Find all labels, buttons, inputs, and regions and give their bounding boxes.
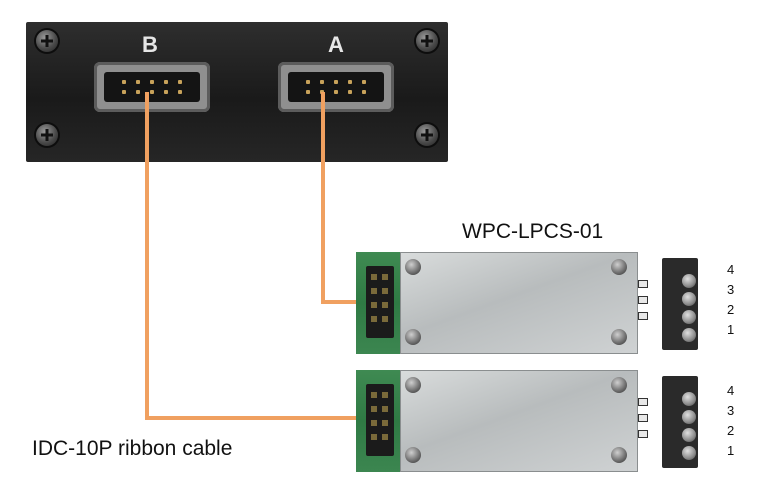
led-indicator: [638, 414, 648, 422]
board-bottom: [356, 370, 698, 472]
board-top: [356, 252, 698, 354]
pin-number: 4: [727, 262, 735, 277]
pin-number: 2: [727, 302, 735, 317]
cable-a-horizontal: [321, 300, 356, 304]
led-indicator: [638, 280, 648, 288]
cable-label: IDC-10P ribbon cable: [32, 437, 233, 460]
connector-panel: B A: [26, 22, 448, 162]
heatsink-plate-top: [400, 252, 638, 354]
panel-screw-icon: [36, 124, 58, 146]
idc-header-top[interactable]: [366, 266, 394, 338]
cable-a-vertical: [321, 92, 325, 304]
led-indicator: [638, 430, 648, 438]
cable-b-horizontal: [145, 416, 356, 420]
port-a-label: A: [328, 32, 344, 57]
pin-number: 1: [727, 322, 735, 337]
heatsink-plate-bottom: [400, 370, 638, 472]
panel-screw-icon: [36, 30, 58, 52]
idc-header-bottom[interactable]: [366, 384, 394, 456]
port-b-socket: [104, 72, 200, 102]
port-a-socket: [288, 72, 384, 102]
panel-screw-icon: [416, 30, 438, 52]
board-title: WPC-LPCS-01: [462, 220, 604, 243]
terminal-block-bottom[interactable]: [662, 376, 698, 468]
pin-number: 2: [727, 423, 735, 438]
led-indicator: [638, 398, 648, 406]
panel-screw-icon: [416, 124, 438, 146]
port-b-label: B: [142, 32, 158, 57]
led-indicator: [638, 296, 648, 304]
port-b-connector[interactable]: [94, 62, 210, 112]
led-indicator: [638, 312, 648, 320]
pin-number: 1: [727, 443, 735, 458]
pin-number: 3: [727, 403, 735, 418]
pin-number: 3: [727, 282, 735, 297]
port-a-connector[interactable]: [278, 62, 394, 112]
pin-number: 4: [727, 383, 735, 398]
terminal-block-top[interactable]: [662, 258, 698, 350]
cable-b-vertical: [145, 92, 149, 420]
